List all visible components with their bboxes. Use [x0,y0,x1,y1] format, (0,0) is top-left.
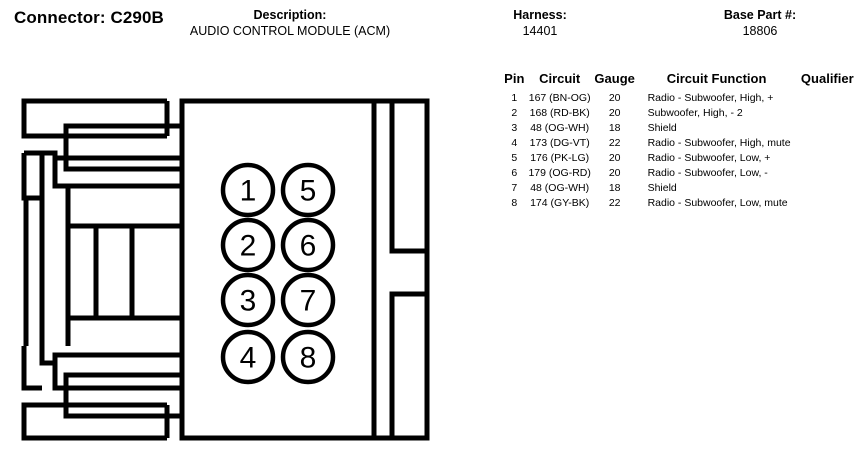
bottom-latch-arm-upper [52,352,182,391]
harness-block: Harness: 14401 [470,8,610,39]
circuit-cell: 174 (GY-BK) [530,197,590,209]
qualifier-cell [798,121,857,136]
column-header-pin: Pin [504,71,525,86]
connector-outline-group [21,98,430,441]
table-row: 8 174 (GY-BK) 22 Radio - Subwoofer, Low, mu… [503,196,857,211]
pin-number-6: 6 [300,230,317,263]
pin-circle-8 [280,329,336,385]
pin-cell: 7 [511,182,518,194]
pin-cell: 3 [511,122,518,134]
table-row: 1 167 (BN-OG) 20 Radio - Subwoofer, High, + [503,91,857,106]
pin-number-1: 1 [240,175,257,208]
pin-circle-2 [220,217,276,273]
column-header-function: Circuit Function [666,71,767,86]
pin-number-4: 4 [240,342,257,375]
harness-label: Harness: [513,8,567,22]
gauge-cell: 22 [608,137,621,149]
gauge-cell: 20 [608,92,621,104]
center-key-block [65,223,185,321]
qualifier-cell [798,196,857,211]
circuit-cell: 48 (OG-WH) [530,122,590,134]
pin-cell: 2 [511,107,518,119]
pin-number-5: 5 [300,175,317,208]
column-header-circuit: Circuit [539,71,581,86]
gauge-cell: 20 [608,167,621,179]
top-latch-arm-upper [63,123,182,172]
table-row: 3 48 (OG-WH) 18 Shield [503,121,857,136]
connector-svg: 1 2 3 4 5 6 7 8 [21,98,430,441]
bottom-latch-hook-outer [21,346,42,391]
table-row: 7 48 (OG-WH) 18 Shield [503,181,857,196]
pin-numbers-group: 1 2 3 4 5 6 7 8 [240,175,317,375]
circuit-cell: 48 (OG-WH) [530,182,590,194]
pin-circle-6 [280,217,336,273]
function-cell: Subwoofer, High, - 2 [647,107,743,119]
top-latch-hook [39,150,58,198]
table-row: 5 176 (PK-LG) 20 Radio - Subwoofer, Low, + [503,151,857,166]
qualifier-cell [798,136,857,151]
top-latch-arm-lower [52,155,182,189]
pin-cell: 6 [511,167,518,179]
connector-diagram: 1 2 3 4 5 6 7 8 [12,98,437,446]
pin-circle-3 [220,272,276,328]
description-value: AUDIO CONTROL MODULE (ACM) [189,24,391,38]
pin-number-2: 2 [240,230,257,263]
column-header-qualifier: Qualifier [800,71,854,86]
gauge-cell: 18 [608,182,621,194]
housing-right-upper-notch [389,101,427,254]
gauge-cell: 22 [608,197,621,209]
connector-title: Connector: C290B [14,8,164,27]
gauge-cell: 18 [608,122,621,134]
top-outer-flange [21,98,167,139]
circuit-cell: 173 (DG-VT) [529,137,590,149]
pin-circle-4 [220,329,276,385]
pin-number-7: 7 [300,285,317,318]
gauge-cell: 20 [608,107,621,119]
circuit-cell: 168 (RD-BK) [529,107,590,119]
pin-circle-7 [280,272,336,328]
circuit-cell: 176 (PK-LG) [530,152,590,164]
function-cell: Radio - Subwoofer, Low, + [647,152,771,164]
pin-number-3: 3 [240,285,257,318]
function-cell: Radio - Subwoofer, High, mute [647,137,791,149]
pin-cell: 5 [511,152,518,164]
base-part-value: 18806 [742,24,778,38]
table-row: 4 173 (DG-VT) 22 Radio - Subwoofer, High, m… [503,136,857,151]
housing-right-lower-notch [389,291,427,438]
harness-value: 14401 [522,24,558,38]
top-latch-hook-outer [21,153,42,201]
circuit-cell: 167 (BN-OG) [528,92,591,104]
pin-circle-5 [280,162,336,218]
qualifier-cell [798,166,857,181]
pin-assignment-table: Pin Circuit Gauge Circuit Function Quali… [503,71,857,211]
table-row: 6 179 (OG-RD) 20 Radio - Subwoofer, Low, - [503,166,857,181]
base-part-label: Base Part #: [723,8,797,22]
table-header-row: Pin Circuit Gauge Circuit Function Quali… [503,71,857,91]
function-cell: Radio - Subwoofer, Low, - [647,167,768,179]
base-part-block: Base Part #: 18806 [680,8,840,39]
column-header-gauge: Gauge [594,71,635,86]
function-cell: Radio - Subwoofer, Low, mute [647,197,788,209]
qualifier-cell [798,151,857,166]
pin-circle-1 [220,162,276,218]
pin-number-8: 8 [300,342,317,375]
function-cell: Shield [647,182,677,194]
pin-circles-group [220,162,336,385]
circuit-cell: 179 (OG-RD) [528,167,591,179]
table-row: 2 168 (RD-BK) 20 Subwoofer, High, - 2 [503,106,857,121]
bottom-latch-arm-lower [63,372,182,419]
qualifier-cell [798,106,857,121]
function-cell: Shield [647,122,677,134]
qualifier-cell [798,91,857,106]
pin-cell: 8 [511,197,518,209]
description-block: Description: AUDIO CONTROL MODULE (ACM) [178,8,402,39]
description-label: Description: [253,8,327,22]
bottom-outer-flange [21,402,167,441]
pin-cell: 1 [511,92,518,104]
gauge-cell: 20 [608,152,621,164]
function-cell: Radio - Subwoofer, High, + [647,92,774,104]
qualifier-cell [798,181,857,196]
pin-cell: 4 [511,137,518,149]
